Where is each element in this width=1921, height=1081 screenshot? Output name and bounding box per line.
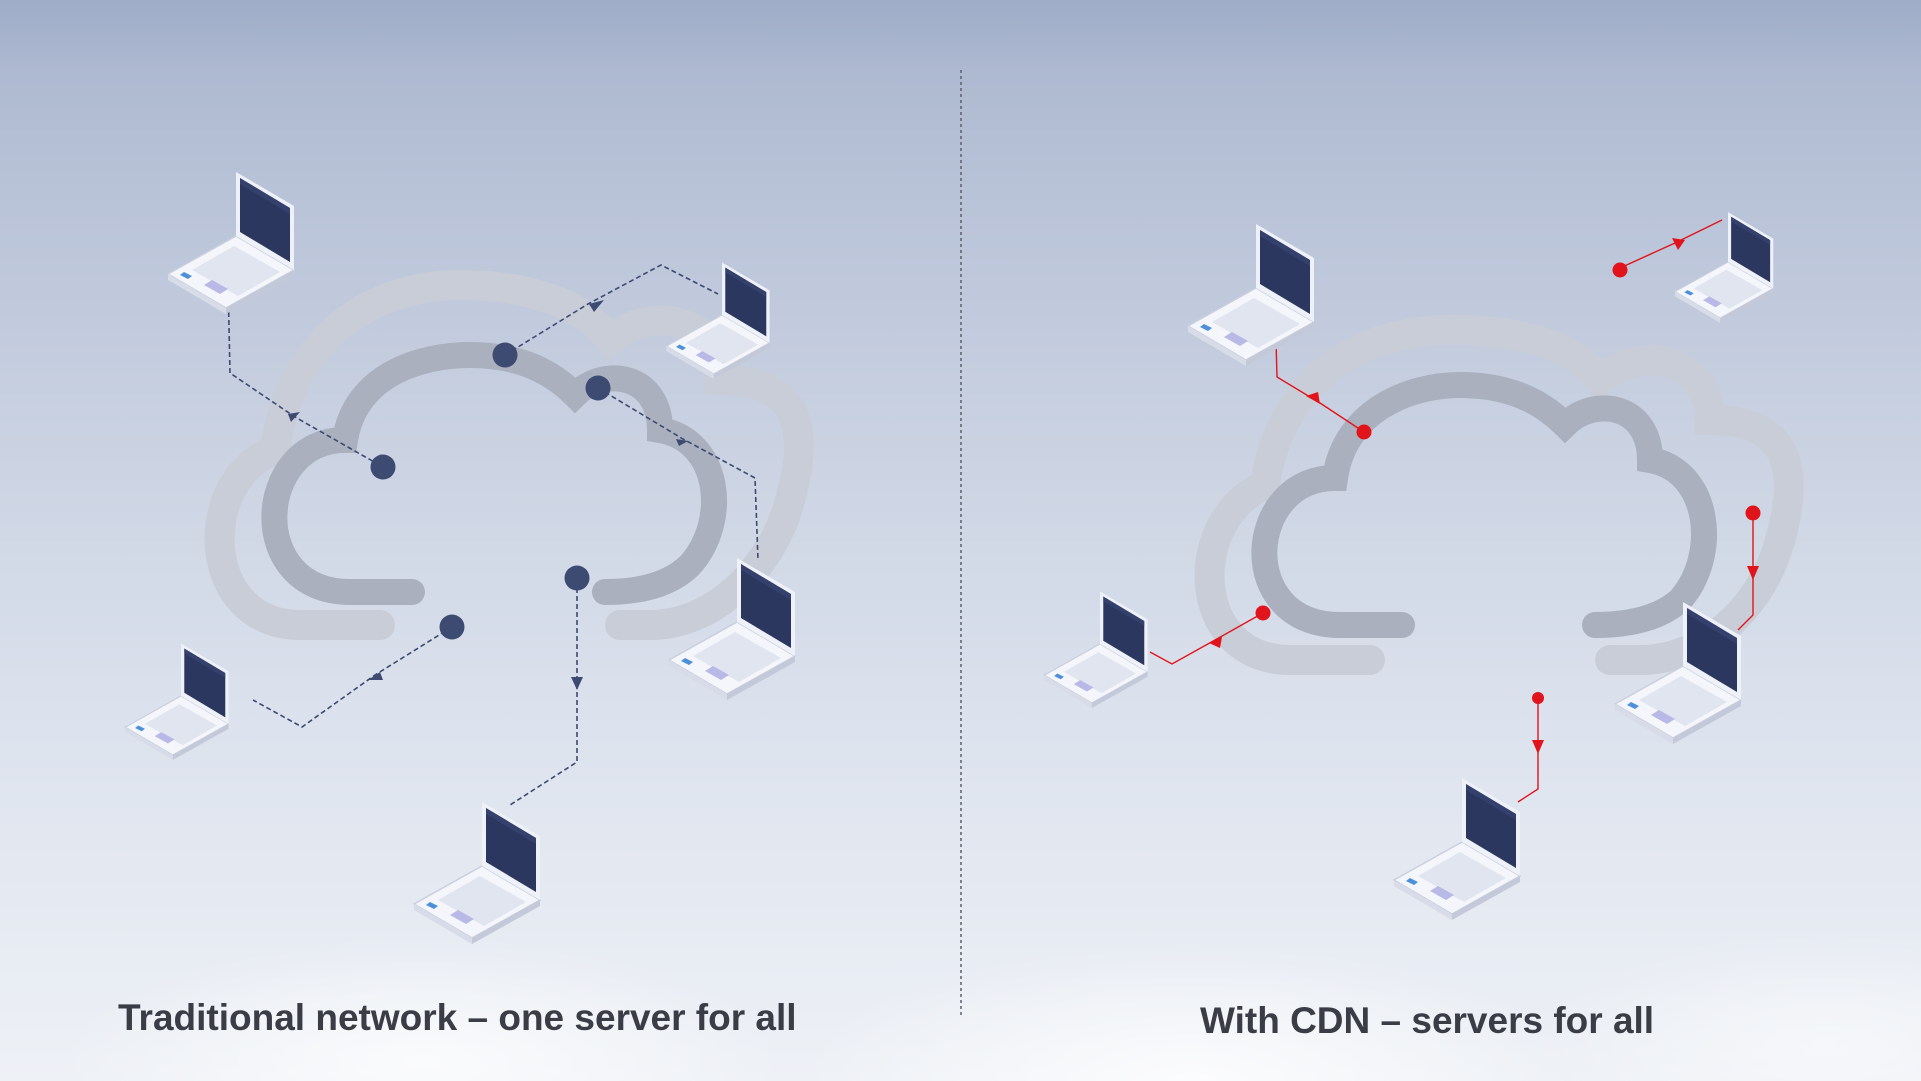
cdn-link <box>1275 339 1365 433</box>
cdn-link <box>1517 698 1539 803</box>
cloud-icon <box>1194 314 1804 675</box>
laptop-icon <box>1393 777 1521 921</box>
server-node-dot <box>1612 262 1628 278</box>
server-node-dot <box>1356 424 1372 440</box>
server-node-dot <box>564 565 590 591</box>
server-node-dot <box>492 342 518 368</box>
link-top-right <box>504 264 719 356</box>
link-bottom <box>509 580 578 806</box>
traditional-network-panel <box>124 171 814 945</box>
cdn-link <box>1619 219 1723 269</box>
server-node-dot <box>1532 692 1544 704</box>
cdn-server-dots <box>1255 262 1761 704</box>
link-bottom-left <box>252 626 453 728</box>
laptop-icon <box>413 801 541 945</box>
server-node-dot <box>1745 505 1761 521</box>
arrow-icon <box>288 300 688 690</box>
cdn-link <box>1737 513 1754 631</box>
cdn-caption: With CDN – servers for all <box>1200 1000 1655 1041</box>
server-node-dot <box>1255 605 1271 621</box>
traditional-network-caption: Traditional network – one server for all <box>118 997 797 1038</box>
background-top-haze <box>0 0 1921 70</box>
cdn-panel <box>1043 211 1804 921</box>
server-node-dot <box>439 614 465 640</box>
cloud-icon <box>204 269 814 640</box>
cdn-link <box>1149 612 1264 665</box>
laptop-icon <box>124 642 230 761</box>
server-node-dot <box>370 454 396 480</box>
link-right <box>597 387 759 561</box>
server-node-dots <box>370 342 611 640</box>
arrow-icon <box>1209 238 1759 754</box>
background-mist <box>0 701 1921 1081</box>
laptop-icon <box>1043 590 1149 709</box>
laptop-icon <box>167 171 295 315</box>
server-node-dot <box>585 375 611 401</box>
laptop-icon <box>1187 223 1315 367</box>
laptop-icon <box>1674 211 1774 324</box>
link-top-left <box>227 279 384 468</box>
